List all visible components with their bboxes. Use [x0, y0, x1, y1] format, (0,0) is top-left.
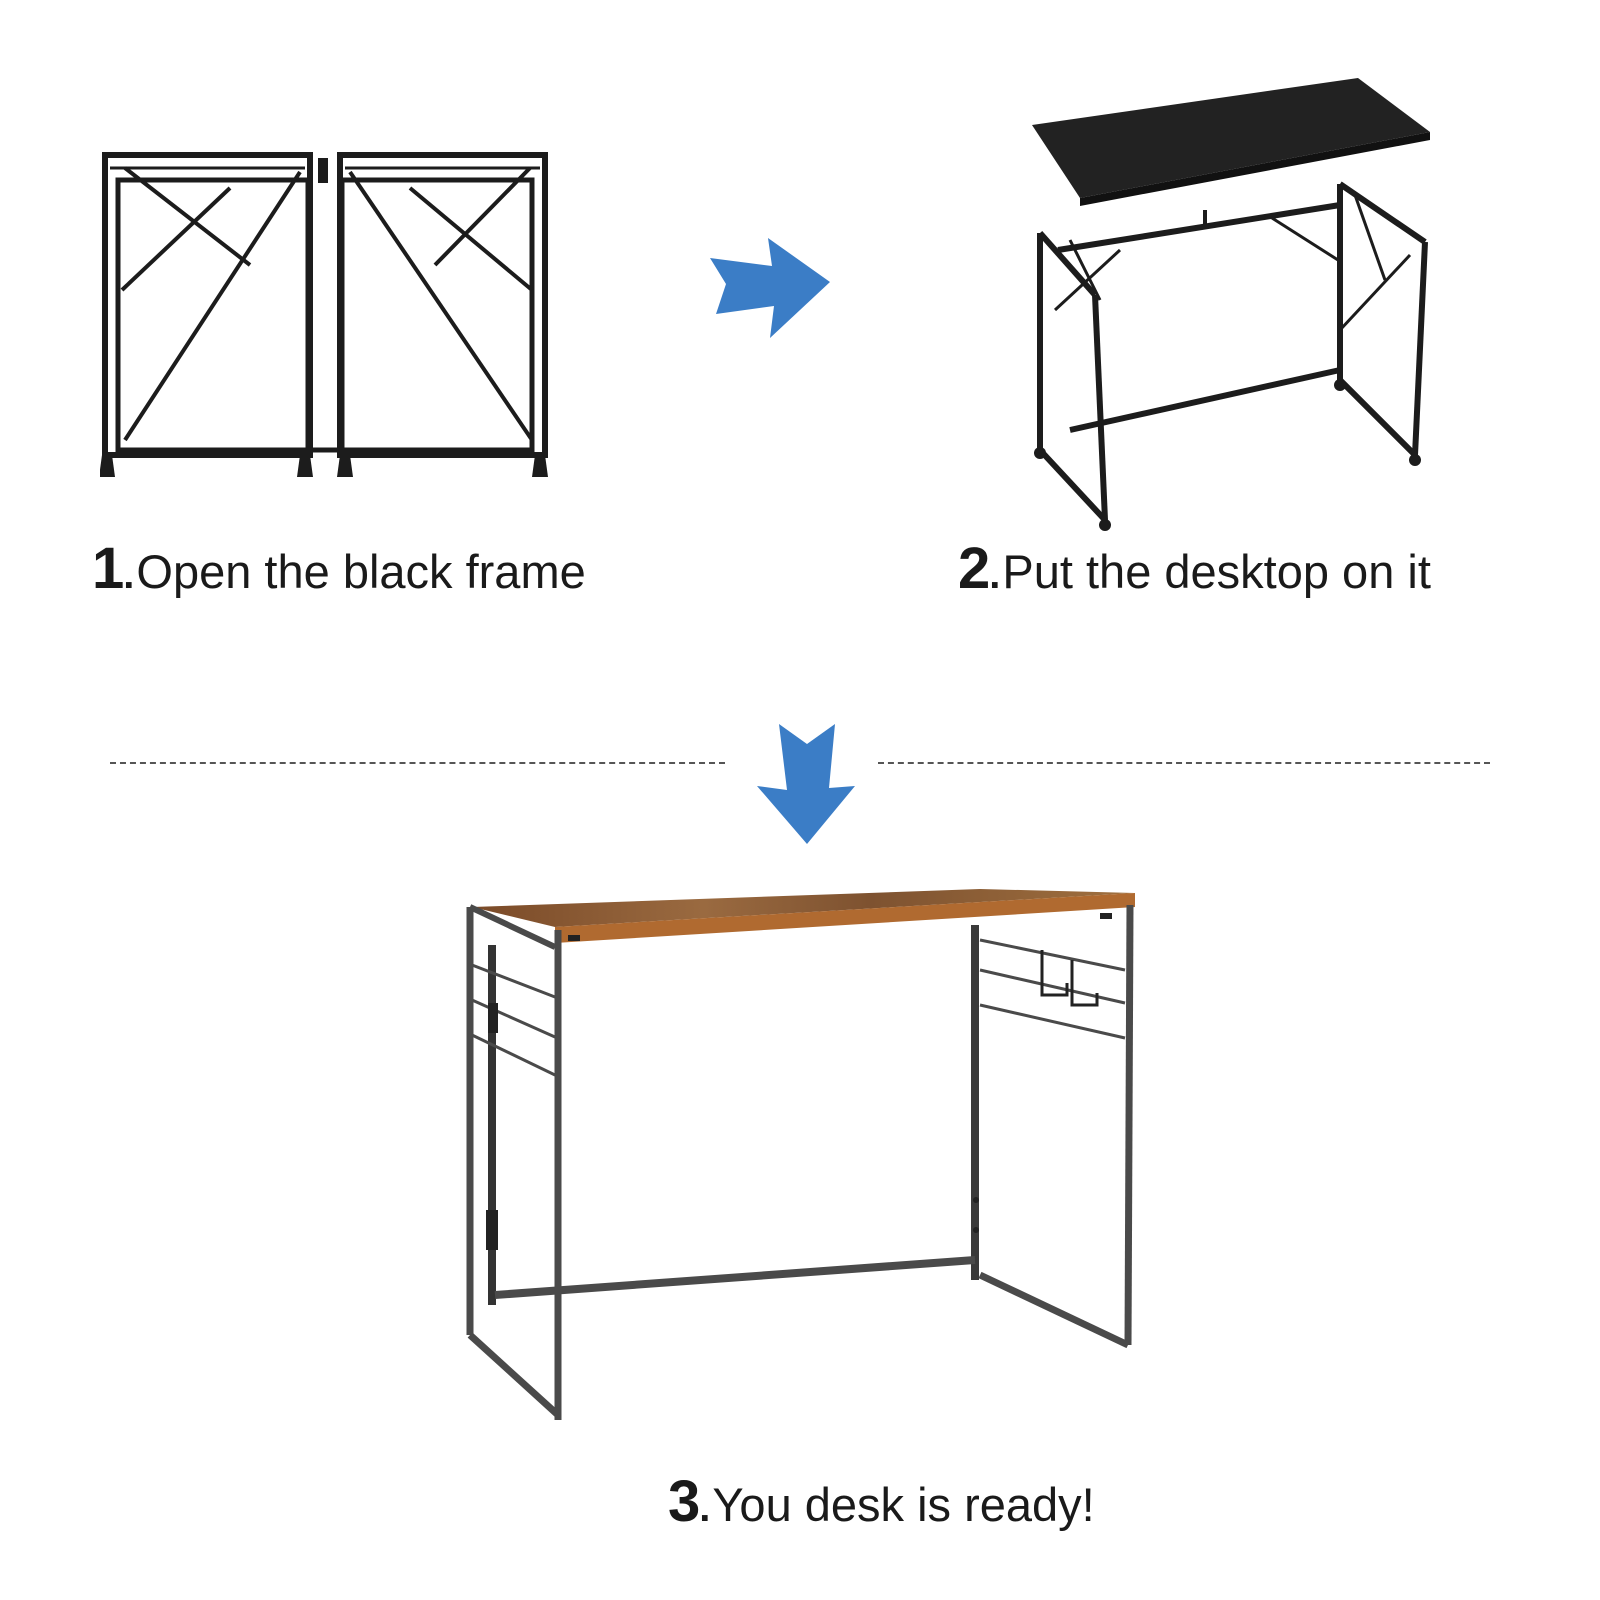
step-1-image-folded-frame [100, 150, 550, 490]
arrow-right-icon [710, 238, 840, 338]
step-2-caption: 2.Put the desktop on it [958, 535, 1431, 602]
step-3-caption: 3.You desk is ready! [668, 1468, 1095, 1535]
step-1-separator: . [123, 553, 135, 597]
step-2-text: Put the desktop on it [1002, 545, 1431, 598]
step-3-image-assembled-desk [460, 885, 1160, 1425]
step-3-separator: . [699, 1486, 711, 1530]
frame-desktop-illustration [1032, 78, 1430, 531]
step-2-separator: . [989, 553, 1001, 597]
dashed-divider-right [878, 762, 1490, 764]
step-3-text: You desk is ready! [712, 1478, 1095, 1531]
step-2-image-frame-with-desktop [1010, 70, 1450, 550]
arrow-down-icon [757, 720, 857, 845]
step-1-text: Open the black frame [136, 545, 586, 598]
step-1-caption: 1.Open the black frame [92, 535, 586, 602]
step-1-number: 1 [92, 536, 124, 601]
step-2-number: 2 [958, 536, 990, 601]
rustic-desk-illustration [466, 889, 1135, 1420]
step-3-number: 3 [668, 1469, 700, 1534]
folded-frame-illustration [100, 152, 548, 477]
dashed-divider-left [110, 762, 725, 764]
